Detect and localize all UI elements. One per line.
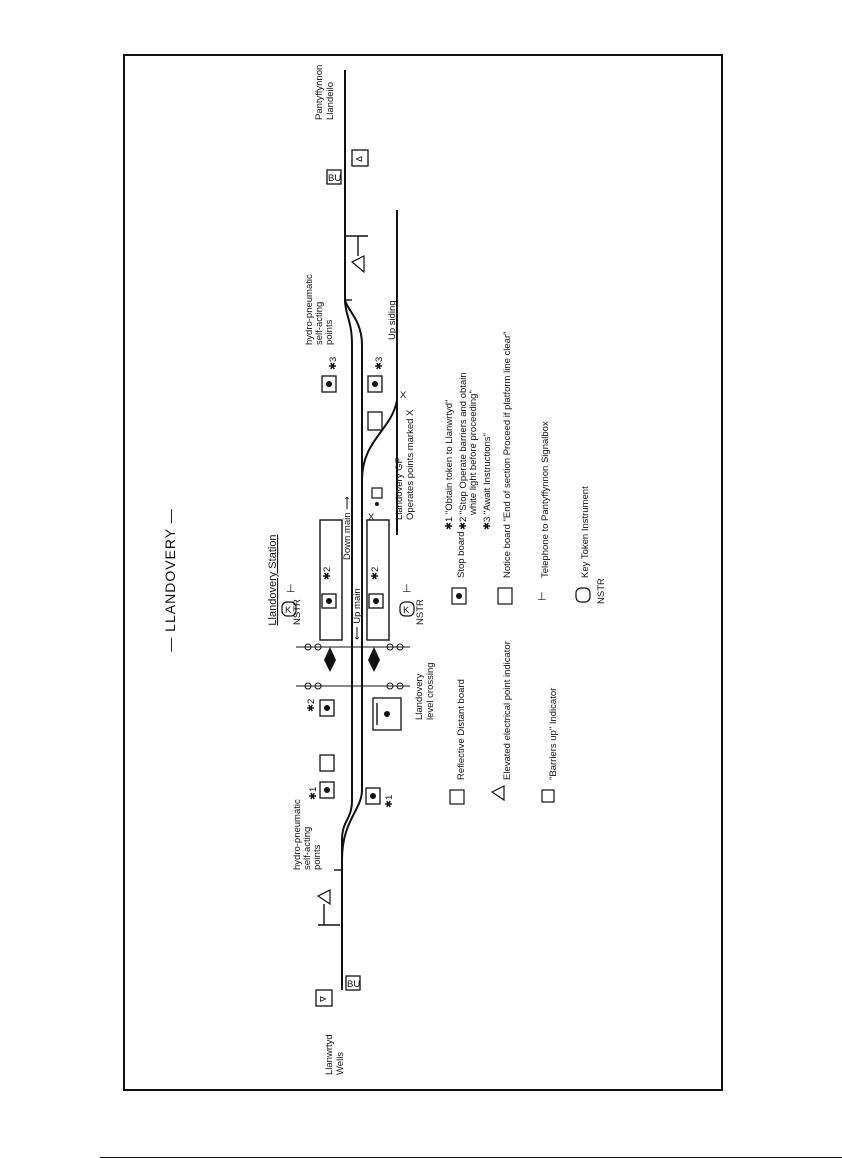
svg-text:✱1 "Obtain token to Llanwrtyd": ✱1 "Obtain token to Llanwrtyd": [444, 400, 455, 530]
page-title: — LLANDOVERY —: [162, 508, 178, 651]
stop-board-n3-up: [367, 375, 383, 393]
svg-text:Telephone to Pantyffynnon Sign: Telephone to Pantyffynnon Signalbox: [540, 421, 551, 578]
hp-points-right-label: hydro-pneumatic self-acting points: [304, 272, 335, 345]
stop-board-down-platform: [321, 593, 337, 609]
up-siding-label: Up siding: [387, 300, 398, 340]
crossing-stop-board: [372, 697, 402, 731]
station-label: Llandovery Station: [267, 534, 279, 625]
stop-board-n1-up: [365, 787, 381, 805]
platform-up: [366, 519, 390, 641]
notice-board-up: [367, 411, 383, 431]
svg-text:Reflective Distant board: Reflective Distant board: [456, 679, 467, 780]
svg-text:Key Token Instrument: Key Token Instrument: [580, 486, 591, 578]
legend-telephone-icon: ⊥: [537, 591, 547, 603]
svg-text:✱2: ✱2: [306, 699, 317, 712]
distant-board-left: [315, 989, 333, 1007]
ground-frame: [371, 487, 383, 499]
svg-text:⊲: ⊲: [355, 154, 363, 165]
notice-board-down: [319, 754, 335, 772]
legend-distant-icon: [449, 789, 465, 805]
svg-text:✱3 "Await Instructions": ✱3 "Await Instructions": [482, 433, 493, 530]
svg-text:"Barriers up" Indicator: "Barriers up" Indicator: [548, 688, 559, 780]
points-x-1: X: [368, 512, 375, 523]
svg-text:✱3: ✱3: [328, 357, 339, 370]
stop-board-up-platform: [368, 593, 384, 609]
page-frame: [123, 54, 723, 1091]
svg-text:Stop board: Stop board: [456, 532, 467, 578]
svg-text:✱1: ✱1: [384, 795, 395, 808]
svg-text:BU: BU: [347, 979, 360, 990]
svg-text:NSTR: NSTR: [292, 599, 303, 625]
key-token-down: K NSTR: [281, 599, 303, 625]
svg-text:✱2: ✱2: [322, 567, 333, 580]
legend-stop-icon: [451, 587, 467, 605]
svg-text:✱1: ✱1: [308, 787, 319, 800]
svg-text:K: K: [403, 605, 410, 616]
legend-key-token-icon: [575, 587, 591, 603]
svg-text:✱2: ✱2: [370, 567, 381, 580]
telephone-icon: ⊥: [286, 583, 296, 595]
legend-notice-icon: [497, 587, 513, 605]
barriers-up-left: [345, 975, 361, 991]
down-main-label: Down main ⟶: [342, 496, 353, 560]
stop-board-n3-down: [321, 375, 337, 393]
track-layout: [334, 70, 398, 990]
stop-board-n2-left: [319, 699, 335, 717]
stop-board-n1-down: [319, 781, 335, 799]
gf-label: Llandovery GF Operates points marked X: [394, 409, 416, 520]
svg-text:white light before proceeding": white light before proceeding": [468, 390, 479, 516]
svg-text:⊳: ⊳: [319, 994, 327, 1005]
svg-text:NSTR: NSTR: [596, 578, 607, 604]
hp-points-left-label: hydro-pneumatic self-acting points: [292, 797, 323, 870]
svg-text:NSTR: NSTR: [415, 599, 426, 625]
left-end-label: Llanwrtyd Wells: [324, 1032, 346, 1075]
svg-text:Notice board "End of section P: Notice board "End of section Proceed if …: [502, 332, 513, 578]
telephone-icon: ⊥: [402, 583, 412, 595]
svg-text:✱2 "Stop Operate barriers and: ✱2 "Stop Operate barriers and obtain: [458, 372, 469, 530]
distant-board-right: [351, 149, 369, 167]
barriers-up-right: [326, 169, 342, 185]
points-x-2: X: [400, 390, 407, 401]
svg-text:BU: BU: [328, 173, 341, 184]
legend: ⊥ Reflective Distant board Elevated elec…: [444, 332, 607, 805]
legend-epi-icon: [490, 785, 505, 802]
up-main-label: ⟵ Up main: [352, 588, 363, 640]
right-end-label: Pantyffynnon Llandeilo: [314, 62, 336, 120]
point-indicator-right: [346, 235, 368, 274]
svg-text:Elevated electrical point indi: Elevated electrical point indicator: [502, 641, 513, 780]
level-crossing-label: Llandovery level crossing: [414, 662, 436, 720]
svg-text:✱3: ✱3: [374, 357, 385, 370]
platform-down: [319, 519, 343, 641]
level-crossing: [296, 643, 410, 690]
key-token-up: K NSTR: [399, 599, 426, 625]
legend-bu-icon: [541, 789, 555, 803]
point-indicator-left: [316, 889, 340, 926]
svg-text:K: K: [285, 605, 292, 616]
